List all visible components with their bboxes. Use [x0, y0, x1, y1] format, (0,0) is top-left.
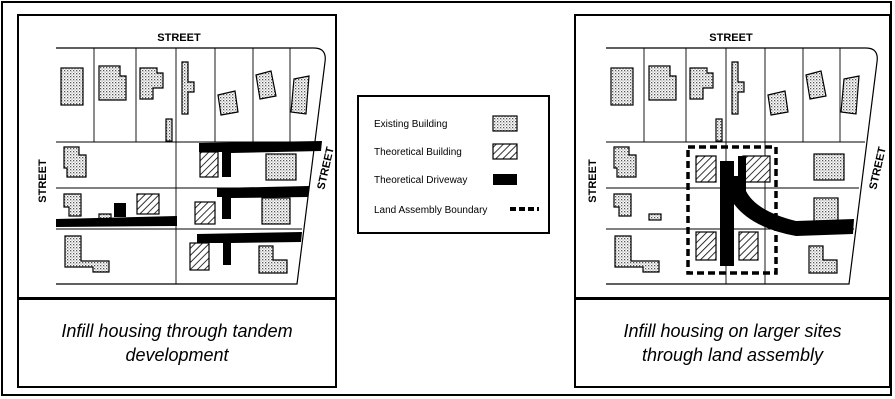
legend-theoretical-building-label: Theoretical Building [374, 147, 462, 158]
legend-existing-building-label: Existing Building [374, 119, 447, 130]
legend: Existing Building Theoretical Building T… [357, 95, 550, 234]
left-caption-line1: Infill housing through tandem [61, 321, 293, 341]
left-caption-line2: development [125, 345, 229, 365]
right-panel: STREET STREET STREET Infill housing on l… [574, 14, 891, 388]
left-site-map: STREET STREET STREET [37, 32, 335, 285]
left-theoretical-driveways [56, 141, 322, 265]
left-street-right: STREET [315, 146, 335, 191]
right-caption: Infill housing on larger sites through l… [576, 297, 889, 386]
right-site-map: STREET STREET STREET [587, 32, 889, 285]
right-caption-line2: through land assembly [641, 345, 824, 365]
right-caption-line1: Infill housing on larger sites [623, 321, 842, 341]
right-street-left: STREET [587, 159, 599, 203]
right-theoretical-buildings [695, 155, 771, 261]
right-land-assembly-boundary [686, 145, 778, 275]
left-street-top: STREET [157, 32, 201, 44]
legend-theoretical-driveway-swatch [493, 174, 517, 185]
left-caption: Infill housing through tandem developmen… [19, 297, 335, 386]
left-theoretical-buildings [136, 151, 219, 271]
left-existing-buildings [60, 61, 310, 274]
legend-theoretical-building-swatch [492, 143, 518, 160]
left-panel: STREET STREET STREET Infill housing thro… [17, 14, 337, 388]
left-lot-lines [56, 48, 313, 284]
legend-land-assembly-boundary-label: Land Assembly Boundary [374, 205, 487, 216]
right-street-top: STREET [709, 32, 753, 44]
right-theoretical-driveways [720, 156, 854, 266]
right-street-right: STREET [867, 146, 889, 191]
legend-theoretical-driveway-label: Theoretical Driveway [374, 175, 467, 186]
right-existing-buildings [610, 61, 860, 274]
legend-existing-building-swatch [492, 115, 518, 132]
left-street-left: STREET [37, 159, 49, 203]
